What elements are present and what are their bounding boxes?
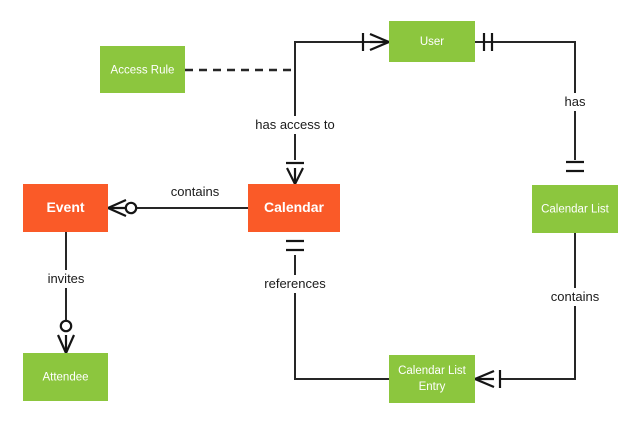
cardinality-one-or-many-list-entry-right — [474, 369, 502, 389]
entity-calendar-label: Calendar — [264, 199, 324, 215]
edge-references[interactable] — [286, 239, 389, 380]
rel-label-has-access-to: has access to — [255, 117, 335, 132]
cardinality-one-or-many-calendar-top — [286, 161, 304, 185]
cardinality-one-or-many-user — [361, 32, 390, 52]
cardinality-zero-or-many-event-right — [107, 198, 138, 218]
entity-calendar-list-entry-rect — [389, 355, 475, 403]
entity-access-rule-label: Access Rule — [111, 65, 175, 77]
label-halo-contains-event — [158, 183, 232, 201]
label-halo-has — [558, 93, 592, 111]
cardinality-exactly-one-calendar-list-top — [566, 160, 584, 173]
entity-event-rect — [23, 184, 108, 232]
relationship-label-has-access-to: has access to — [244, 116, 347, 134]
edge-path-has — [475, 41, 576, 160]
rel-label-contains-calendar-list-entry: contains — [551, 289, 600, 304]
entity-calendar-rect — [248, 184, 340, 232]
entity-calendar-list[interactable]: Calendar List — [532, 185, 618, 233]
entity-access-rule[interactable]: Access Rule — [100, 46, 185, 93]
edge-contains-calendar-list-entry[interactable] — [474, 233, 576, 389]
edge-path-references — [294, 255, 389, 380]
label-halo-has-access-to — [244, 116, 347, 134]
rel-label-references: references — [264, 276, 326, 291]
relationship-label-has: has — [558, 93, 592, 111]
entity-attendee-label: Attendee — [42, 372, 88, 384]
entity-calendar-list-entry-label-line1: Calendar List — [398, 365, 467, 377]
edge-has[interactable] — [475, 33, 584, 173]
entity-calendar[interactable]: Calendar — [248, 184, 340, 232]
edge-has-access-to[interactable] — [286, 32, 390, 185]
rel-label-contains-event-calendar: contains — [171, 184, 220, 199]
cardinality-exactly-one-calendar-bottom — [286, 239, 304, 252]
relationship-label-invites: invites — [38, 270, 95, 288]
edge-contains-event-calendar[interactable] — [107, 198, 248, 218]
label-halo-references — [252, 275, 338, 293]
entity-event[interactable]: Event — [23, 184, 108, 232]
entity-calendar-list-label: Calendar List — [541, 204, 610, 216]
edge-path-has-access-to — [294, 41, 389, 160]
rel-label-has: has — [565, 94, 586, 109]
entity-access-rule-rect — [100, 46, 185, 93]
cardinality-exactly-one-user-right — [482, 33, 494, 51]
edge-invites[interactable] — [56, 232, 76, 354]
entity-calendar-list-entry[interactable]: Calendar List Entry — [389, 355, 475, 403]
rel-label-invites: invites — [48, 271, 85, 286]
label-halo-contains-list — [538, 288, 612, 306]
relationship-label-references: references — [252, 275, 338, 293]
entity-event-label: Event — [46, 199, 84, 215]
entity-user[interactable]: User — [389, 21, 475, 62]
entity-attendee-rect — [23, 353, 108, 401]
entity-user-rect — [389, 21, 475, 62]
label-halo-invites — [38, 270, 95, 288]
entity-calendar-list-rect — [532, 185, 618, 233]
entity-calendar-list-entry-label-line2: Entry — [419, 381, 446, 393]
cardinality-zero-or-many-attendee — [56, 319, 76, 354]
edge-path-contains-list — [501, 233, 576, 380]
relationship-label-contains-event-calendar: contains — [158, 183, 232, 201]
entity-user-label: User — [420, 36, 444, 48]
relationship-label-contains-list-entry: contains — [538, 288, 612, 306]
entity-attendee[interactable]: Attendee — [23, 353, 108, 401]
